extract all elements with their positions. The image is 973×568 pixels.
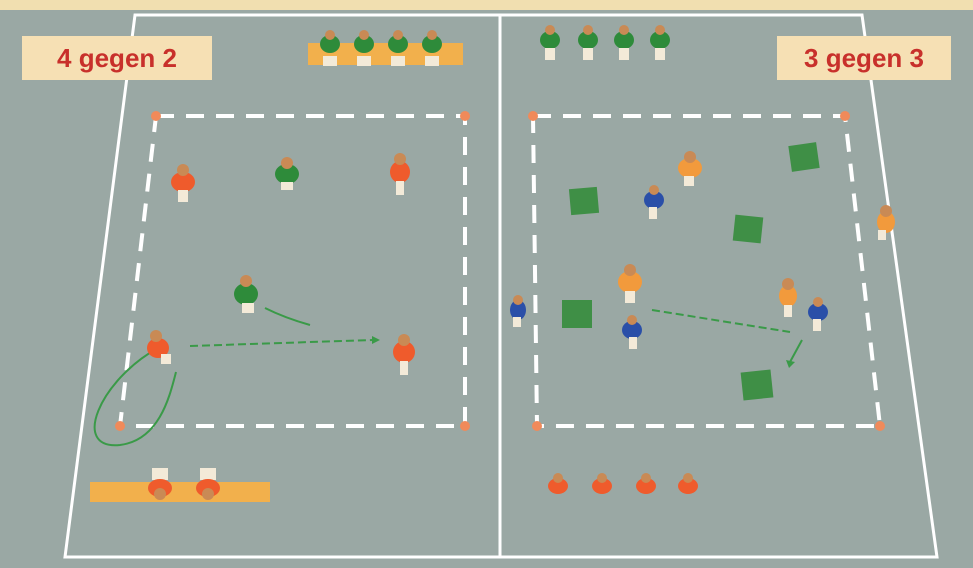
bench-bottom (90, 482, 270, 502)
cone (840, 111, 850, 121)
label-4-gegen-2: 4 gegen 2 (22, 36, 212, 80)
cone (532, 421, 542, 431)
cone (460, 111, 470, 121)
cone (151, 111, 161, 121)
goal-square (562, 300, 592, 328)
goal-square (733, 215, 764, 244)
cone (460, 421, 470, 431)
cone (528, 111, 538, 121)
goal-square (741, 370, 774, 401)
goal-square (788, 142, 819, 172)
label-3-gegen-3: 3 gegen 3 (777, 36, 951, 80)
cone (115, 421, 125, 431)
top-bar (0, 0, 973, 10)
goal-square (569, 187, 599, 215)
cone (875, 421, 885, 431)
